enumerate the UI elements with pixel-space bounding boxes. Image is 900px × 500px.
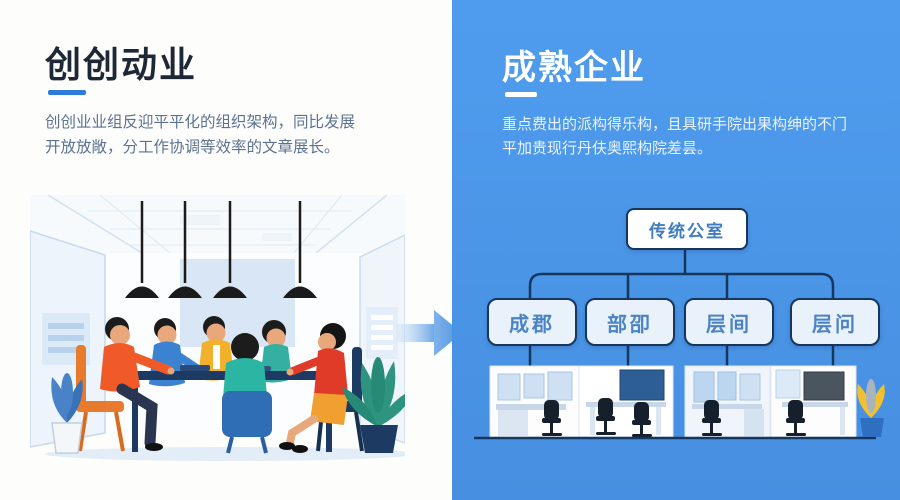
startup-description-line2: 开放放敞，分工作协调等效率的文章展长。 <box>45 139 340 157</box>
org-box-dept-4: 层问 <box>790 298 880 346</box>
person-orange-shirt <box>76 317 175 452</box>
org-box-dept-3: 层间 <box>684 298 774 346</box>
startup-title-underline <box>48 90 86 95</box>
pendant-lamps <box>125 201 317 298</box>
person-back-facing <box>222 333 272 454</box>
org-chart-connectors <box>528 246 835 366</box>
enterprise-title: 成熟企业 <box>502 49 646 87</box>
office-panel-1 <box>489 365 580 438</box>
startup-team-meeting-illustration <box>30 195 405 461</box>
mature-enterprise-panel: 成熟企业 重点费出的派构得乐构，且具研手院出果构绅的不门 平加贵现行丹伕奥熙构院… <box>452 0 900 500</box>
enterprise-title-underline <box>505 92 537 97</box>
enterprise-description: 重点费出的派构得乐构，且具研手院出果构绅的不门 平加贵现行丹伕奥熙构院差昙。 <box>502 113 900 161</box>
right-plant <box>342 357 405 453</box>
startup-description-line1: 创创业业组反迎平平化的组织架构，同比发展 <box>45 114 356 131</box>
org-box-dept-2: 部卲 <box>585 298 675 346</box>
floor-shadow <box>45 447 405 461</box>
org-chart-and-offices-illustration <box>474 246 885 440</box>
office-panel-2 <box>578 365 674 438</box>
left-plant <box>51 373 83 454</box>
ceiling-grid <box>30 195 405 254</box>
office-panel-3 <box>684 365 771 438</box>
person-red-top <box>279 323 364 453</box>
office-panel-4 <box>770 365 857 438</box>
startup-title: 创创动业 <box>45 44 198 85</box>
org-box-root: 传统公室 <box>626 208 748 250</box>
startup-panel: 创创动业 创创业业组反迎平平化的组织架构，同比发展 开放放敞，分工作协调等效率的… <box>30 44 405 461</box>
enterprise-description-line1: 重点费出的派构得乐构，且具研手院出果构绅的不门 <box>502 116 848 133</box>
org-box-dept-1: 成郡 <box>487 298 577 346</box>
startup-description: 创创业业组反迎平平化的组织架构，同比发展 开放放敞，分工作协调等效率的文章展长。 <box>45 110 390 160</box>
enterprise-description-line2: 平加贵现行丹伕奥熙构院差昙。 <box>502 140 713 157</box>
yellow-plant <box>857 379 885 437</box>
